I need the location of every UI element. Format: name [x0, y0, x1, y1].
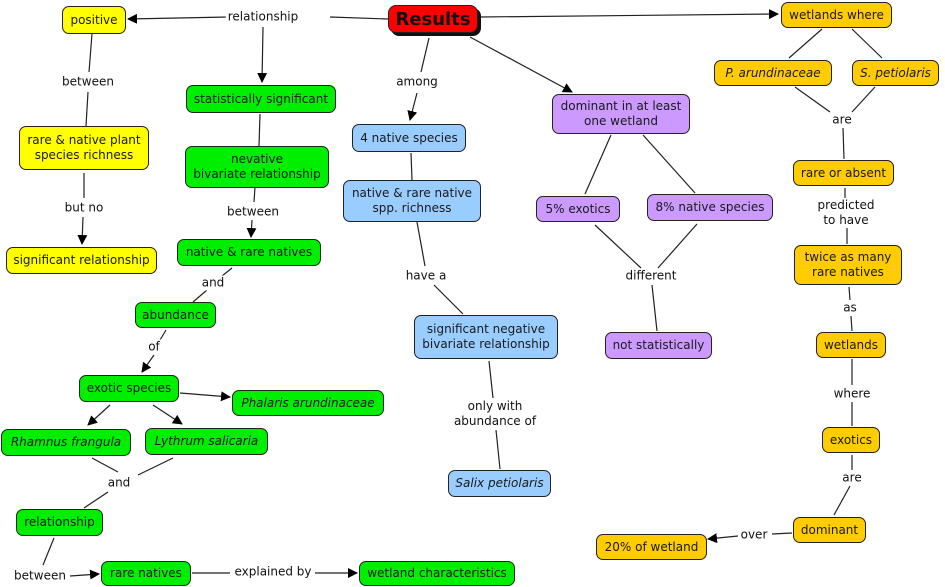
edge: [77, 216, 88, 245]
link-relationship: relationship: [225, 9, 301, 25]
edge: [159, 329, 167, 341]
edge: [788, 28, 823, 59]
edge: [410, 152, 413, 181]
edge: [257, 26, 268, 83]
edge: [246, 219, 257, 238]
link-only-with-abundance-of: only with abundance of: [451, 399, 539, 429]
five-percent-exotics-node[interactable]: 5% exotics: [536, 196, 620, 222]
rhamnus-node[interactable]: Rhamnus frangula: [1, 429, 131, 456]
link-have-a: have a: [403, 268, 449, 284]
edge: [253, 186, 256, 203]
edge: [469, 36, 573, 93]
statistically-significant-node[interactable]: statistically significant: [186, 85, 336, 113]
edge: [479, 9, 779, 20]
abundance-node[interactable]: abundance: [135, 302, 216, 328]
link-over: over: [738, 527, 770, 543]
link-explained-by: explained by: [232, 564, 314, 580]
edge: [152, 404, 183, 425]
edge: [771, 532, 793, 535]
link-and: and: [199, 275, 227, 291]
wetlands-where-node[interactable]: wetlands where: [781, 2, 892, 28]
edge: [657, 223, 698, 269]
twenty-percent-node[interactable]: 20% of wetland: [596, 534, 707, 560]
significant-negative-node[interactable]: significant negative bivariate relations…: [414, 315, 558, 359]
phalaris-node[interactable]: Phalaris arundinaceae: [232, 390, 384, 416]
edge: [407, 92, 418, 121]
link-are: are: [830, 112, 854, 128]
link-between: between: [60, 74, 116, 90]
link-as: as: [841, 300, 859, 316]
edge: [87, 404, 111, 426]
edge: [707, 533, 739, 544]
edge: [594, 224, 642, 269]
edge: [83, 491, 109, 509]
edge: [258, 113, 261, 147]
edge: [842, 127, 845, 160]
relationship-node[interactable]: relationship: [16, 509, 103, 536]
edge: [584, 134, 612, 195]
edge: [420, 37, 430, 73]
edge: [137, 457, 174, 476]
edge: [488, 360, 494, 399]
eight-percent-native-node[interactable]: 8% native species: [647, 194, 773, 221]
link-of: of: [146, 339, 162, 355]
edge: [851, 86, 876, 113]
lythrum-node[interactable]: Lythrum salicaria: [145, 428, 268, 455]
edge: [179, 391, 231, 402]
link-but-no: but no: [62, 200, 106, 216]
edge: [642, 134, 696, 194]
edge: [88, 33, 93, 73]
link-among: among: [394, 74, 440, 90]
edge: [329, 16, 389, 20]
link-different: different: [623, 268, 679, 284]
wetland-characteristics-node[interactable]: wetland characteristics: [359, 561, 515, 586]
link-and: and: [105, 475, 133, 491]
link-where: where: [831, 386, 873, 402]
exotic-species-node[interactable]: exotic species: [79, 375, 179, 402]
edge: [794, 86, 831, 113]
s-petiolaris-node[interactable]: S. petiolaris: [852, 60, 939, 86]
edge: [91, 457, 119, 473]
edge: [221, 267, 233, 277]
edge: [127, 13, 229, 24]
link-predicted-to-have: predicted to have: [815, 198, 877, 228]
significant-relationship-node[interactable]: significant relationship: [6, 247, 157, 274]
edge: [192, 289, 208, 303]
rare-native-richness-node[interactable]: rare & native plant species richness: [19, 126, 149, 170]
edge: [495, 429, 501, 470]
link-are: are: [840, 470, 864, 486]
edge: [416, 221, 426, 267]
salix-node[interactable]: Salix petiolaris: [448, 470, 551, 497]
edge: [848, 286, 851, 301]
edge: [141, 354, 155, 373]
rare-or-absent-node[interactable]: rare or absent: [793, 160, 894, 186]
exotics-node[interactable]: exotics: [822, 427, 880, 453]
results-node[interactable]: Results: [388, 5, 478, 33]
edge: [85, 91, 89, 127]
four-native-species-node[interactable]: 4 native species: [352, 124, 466, 152]
native-rare-spp-richness-node[interactable]: native & rare native spp. richness: [343, 180, 481, 222]
dominant-one-wetland-node[interactable]: dominant in at least one wetland: [552, 94, 690, 134]
edge: [833, 485, 851, 516]
p-arundinaceae-node[interactable]: P. arundinaceae: [714, 60, 832, 86]
wetlands-node[interactable]: wetlands: [816, 332, 886, 358]
twice-as-many-node[interactable]: twice as many rare natives: [794, 245, 902, 285]
not-statistically-node[interactable]: not statistically: [605, 332, 712, 359]
nevative-bivariate-node[interactable]: nevative bivariate relationship: [185, 146, 329, 188]
link-between: between: [225, 204, 281, 220]
native-rare-natives-node[interactable]: native & rare natives: [177, 239, 321, 266]
edge: [851, 28, 883, 59]
link-between: between: [12, 568, 68, 584]
edge: [651, 284, 658, 332]
edge: [433, 284, 464, 315]
edge: [42, 537, 55, 566]
edge: [850, 315, 853, 332]
edge: [69, 569, 100, 580]
positive-node[interactable]: positive: [62, 6, 126, 34]
rare-natives-node[interactable]: rare natives: [101, 561, 191, 586]
dominant-node[interactable]: dominant: [793, 517, 866, 543]
